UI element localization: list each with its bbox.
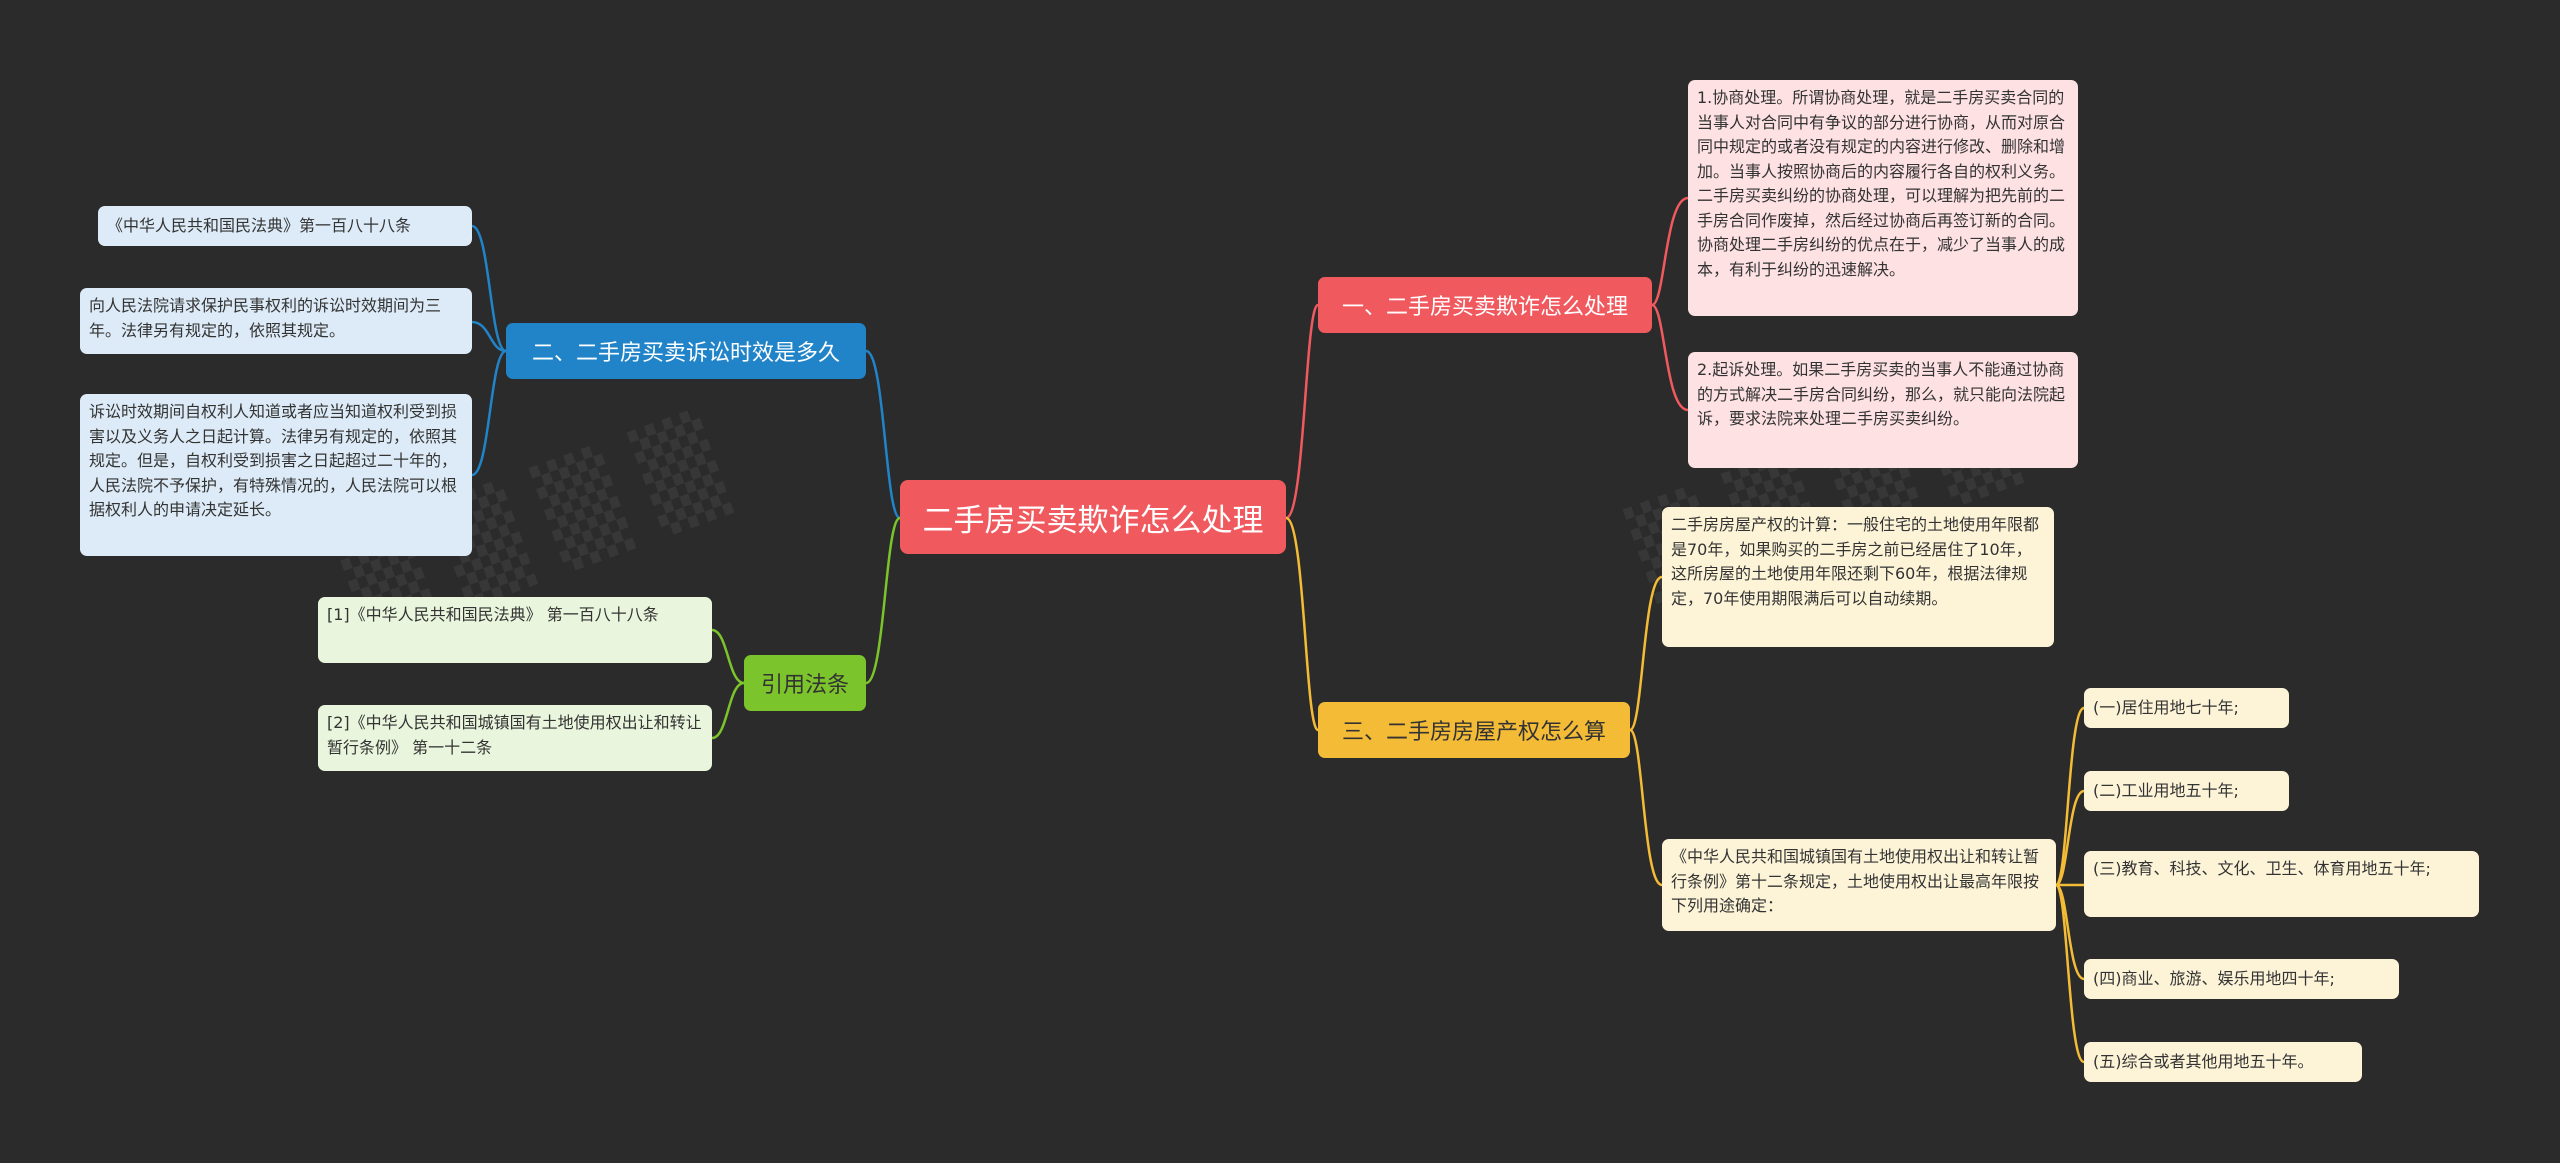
- link-root-handling: [1285, 303, 1320, 520]
- link-root-limitation: [865, 349, 902, 520]
- citation-item-1[interactable]: [1]《中华人民共和国民法典》 第一百八十八条: [318, 597, 712, 663]
- branch-citations[interactable]: 引用法条: [744, 655, 866, 711]
- link-property-2: [1628, 728, 1663, 887]
- branch-property[interactable]: 三、二手房房屋产权怎么算: [1318, 702, 1630, 758]
- link-handling-1: [1651, 196, 1689, 307]
- limitation-item-1[interactable]: 《中华人民共和国民法典》第一百八十八条: [98, 206, 472, 246]
- branch-handling[interactable]: 一、二手房买卖欺诈怎么处理: [1318, 277, 1652, 333]
- property-item-1[interactable]: 二手房房屋产权的计算：一般住宅的土地使用年限都是70年，如果购买的二手房之前已经…: [1662, 507, 2054, 647]
- link-sub-5: [2054, 883, 2085, 1064]
- property-sub-item-1[interactable]: (一)居住用地七十年;: [2084, 688, 2289, 728]
- link-root-citations: [865, 516, 901, 685]
- limitation-item-2[interactable]: 向人民法院请求保护民事权利的诉讼时效期间为三年。法律另有规定的，依照其规定。: [80, 288, 472, 354]
- link-property-1: [1628, 575, 1663, 732]
- property-sub-item-4[interactable]: (四)商业、旅游、娱乐用地四十年;: [2084, 959, 2399, 999]
- property-sub-item-3[interactable]: (三)教育、科技、文化、卫生、体育用地五十年;: [2084, 851, 2479, 917]
- handling-item-2[interactable]: 2.起诉处理。如果二手房买卖的当事人不能通过协商的方式解决二手房合同纠纷，那么，…: [1688, 352, 2078, 468]
- property-item-2[interactable]: 《中华人民共和国城镇国有土地使用权出让和转让暂行条例》第十二条规定，土地使用权出…: [1662, 839, 2056, 931]
- link-limitation-3: [471, 349, 507, 477]
- root-topic[interactable]: 二手房买卖欺诈怎么处理: [900, 480, 1286, 554]
- limitation-item-3[interactable]: 诉讼时效期间自权利人知道或者应当知道权利受到损害以及义务人之日起计算。法律另有规…: [80, 394, 472, 556]
- link-limitation-1: [471, 224, 507, 353]
- property-sub-item-5[interactable]: (五)综合或者其他用地五十年。: [2084, 1042, 2362, 1082]
- link-sub-2: [2055, 789, 2085, 887]
- branch-limitation[interactable]: 二、二手房买卖诉讼时效是多久: [506, 323, 866, 379]
- link-limitation-2: [471, 320, 507, 353]
- link-root-property: [1285, 516, 1320, 732]
- citation-item-2[interactable]: [2]《中华人民共和国城镇国有土地使用权出让和转让暂行条例》 第一十二条: [318, 705, 712, 771]
- link-handling-2: [1651, 303, 1689, 412]
- property-sub-item-2[interactable]: (二)工业用地五十年;: [2084, 771, 2289, 811]
- handling-item-1[interactable]: 1.协商处理。所谓协商处理，就是二手房买卖合同的当事人对合同中有争议的部分进行协…: [1688, 80, 2078, 316]
- link-citations-1: [711, 628, 745, 685]
- link-citations-2: [711, 681, 745, 740]
- link-sub-1: [2054, 706, 2085, 887]
